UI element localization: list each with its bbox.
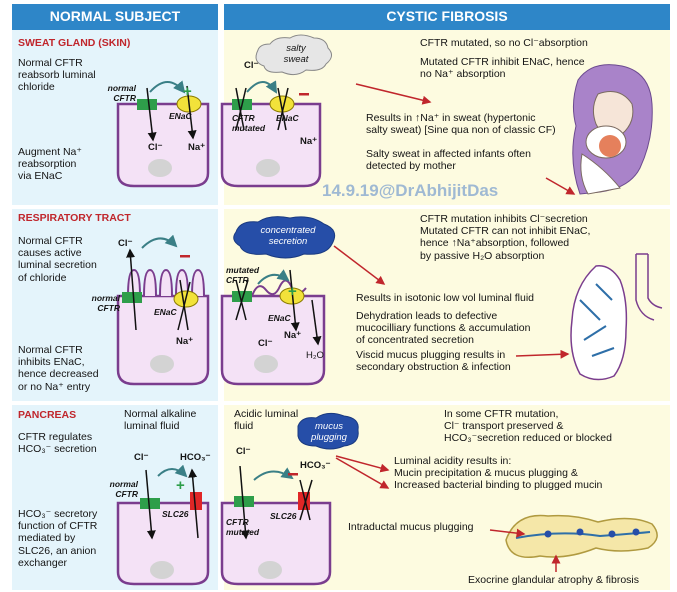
sweat-salty-note: Salty sweat in affected infants often de…: [366, 148, 531, 172]
sweat-enac-mutated-label: ENaC: [276, 114, 299, 124]
resp-h2o-label: H₂O: [306, 350, 324, 361]
salty-sweat-label: salty sweat: [266, 43, 326, 65]
acidic-luminal-fluid-label: Acidic luminal fluid: [234, 408, 298, 432]
sweat-right-text: CFTR mutated, so no Cl⁻absorption: [420, 37, 588, 49]
sweat-cl-top-label: Cl⁻: [244, 60, 259, 71]
header-normal-subject: NORMAL SUBJECT: [12, 8, 218, 24]
sweat-left-text-2: Augment Na⁺ reabsorption via ENaC: [18, 146, 114, 183]
sweat-enac-normal-label: ENaC: [169, 112, 192, 122]
resp-right-text: CFTR mutation inhibits Cl⁻secretion Muta…: [420, 213, 590, 262]
resp-left-text-2: Normal CFTR inhibits ENaC, hence decreas…: [18, 344, 118, 393]
pancreas-slc26-mutated-label: SLC26: [270, 512, 296, 522]
resp-dehydration-text: Dehydration leads to defective mucocilli…: [356, 310, 531, 347]
cftr-channel-normal-sweat: [137, 99, 157, 110]
mucus-plugging-label: mucus plugging: [300, 421, 358, 443]
resp-enac-mutated-label: ENaC: [268, 314, 291, 324]
pancreas-hco3-mutated-label: HCO₃⁻: [300, 460, 331, 471]
sweat-cftr-mutated-label: CFTR mutated: [232, 114, 265, 134]
resp-cl-normal-label: Cl⁻: [118, 238, 133, 249]
normal-alkaline-fluid-label: Normal alkaline luminal fluid: [124, 408, 196, 432]
resp-left-text: Normal CFTR causes active luminal secret…: [18, 235, 118, 284]
sweat-result-text: Results in ↑Na⁺ in sweat (hypertonic sal…: [366, 112, 556, 136]
resp-viscid-text: Viscid mucus plugging results in seconda…: [356, 349, 511, 373]
resp-normal-cftr-label: normal CFTR: [86, 294, 120, 314]
svg-text:+: +: [183, 83, 192, 100]
sweat-normal-cftr-label: normal CFTR: [102, 84, 136, 104]
pancreas-left-text: CFTR regulates HCO₃⁻ secretion: [18, 431, 118, 455]
sweat-na-normal-label: Na⁺: [188, 142, 205, 153]
watermark: 14.9.19@DrAbhijitDas: [322, 181, 498, 201]
resp-cl-mutated-label: Cl⁻: [258, 338, 273, 349]
pancreas-acidity-text: Luminal acidity results in: Mucin precip…: [394, 455, 602, 492]
resp-na-mutated-label: Na⁺: [284, 330, 301, 341]
pancreas-slc26-normal-label: SLC26: [162, 510, 188, 520]
pancreas-cl-mutated-label: Cl⁻: [236, 446, 251, 457]
atrophy-fibrosis-text: Exocrine glandular atrophy & fibrosis: [468, 574, 639, 586]
resp-section-title: RESPIRATORY TRACT: [18, 212, 131, 224]
resp-mutated-cftr-label: mutated CFTR: [226, 266, 259, 286]
svg-text:+: +: [176, 477, 185, 494]
cftr-channel-normal-resp: [122, 292, 142, 303]
sweat-right-text-2: Mutated CFTR inhibit ENaC, hence no Na⁺ …: [420, 56, 585, 80]
svg-text:+: +: [288, 283, 297, 300]
header-cystic-fibrosis: CYSTIC FIBROSIS: [224, 8, 670, 24]
pancreas-left-text-2: HCO₃⁻ secretory function of CFTR mediate…: [18, 508, 118, 569]
resp-result-text: Results in isotonic low vol luminal flui…: [356, 292, 534, 304]
pancreas-hco3-normal-label: HCO₃⁻: [180, 452, 211, 463]
sweat-left-text: Normal CFTR reabsorb luminal chloride: [18, 57, 114, 94]
concentrated-secretion-label: concentrated secretion: [242, 225, 334, 247]
sweat-na-mutated-label: Na⁺: [300, 136, 317, 147]
resp-enac-normal-label: ENaC: [154, 308, 177, 318]
sweat-cl-normal-label: Cl⁻: [148, 142, 163, 153]
pancreas-section-title: PANCREAS: [18, 409, 76, 421]
pancreas-normal-cftr-label: normal CFTR: [100, 480, 138, 500]
intraductal-plugging-text: Intraductal mucus plugging: [348, 521, 474, 533]
pancreas-cl-normal-label: Cl⁻: [134, 452, 149, 463]
pancreas-right-text: In some CFTR mutation, Cl⁻ transport pre…: [444, 408, 612, 445]
sweat-section-title: SWEAT GLAND (SKIN): [18, 37, 130, 49]
pancreas-cftr-mutated-label: CFTR mutated: [226, 518, 259, 538]
resp-na-normal-label: Na⁺: [176, 336, 193, 347]
